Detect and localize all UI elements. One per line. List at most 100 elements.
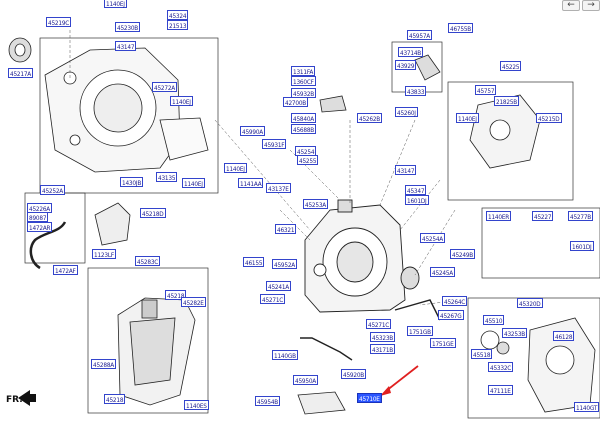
- part-label-1141aa[interactable]: 1141AA: [238, 178, 264, 188]
- part-label-45518[interactable]: 45518: [471, 349, 493, 359]
- part-label-43135[interactable]: 43135: [156, 172, 178, 182]
- part-label-45253a[interactable]: 45253A: [303, 199, 329, 209]
- part-label-45288a[interactable]: 45288A: [91, 359, 117, 369]
- part-label-1472ar[interactable]: 1472AR: [27, 222, 53, 232]
- part-label-1140ej[interactable]: 1140EJ: [224, 163, 247, 173]
- part-label-1140ej[interactable]: 1140EJ: [456, 113, 479, 123]
- forward-button[interactable]: →: [582, 0, 600, 11]
- part-label-45254a[interactable]: 45254A: [420, 233, 446, 243]
- part-label-45323b[interactable]: 45323B: [370, 332, 396, 342]
- part-label-45282e[interactable]: 45282E: [181, 297, 206, 307]
- part-label-45990a[interactable]: 45990A: [240, 126, 266, 136]
- part-label-43833[interactable]: 43833: [405, 86, 427, 96]
- part-label-45950a[interactable]: 45950A: [293, 375, 319, 385]
- part-label-1140ej[interactable]: 1140EJ: [182, 178, 205, 188]
- part-label-45957a[interactable]: 45957A: [407, 30, 433, 40]
- part-label-1601dj[interactable]: 1601DJ: [405, 195, 429, 205]
- part-label-1123lf[interactable]: 1123LF: [92, 249, 116, 259]
- part-label-1140es[interactable]: 1140ES: [184, 400, 209, 410]
- part-label-43714b[interactable]: 43714B: [398, 47, 424, 57]
- part-label-45840a[interactable]: 45840A: [291, 113, 317, 123]
- part-label-21513[interactable]: 21513: [167, 20, 189, 30]
- arrow-left-icon: ←: [567, 0, 575, 10]
- part-label-46755b[interactable]: 46755B: [448, 23, 474, 33]
- part-label-1140gt[interactable]: 1140GT: [574, 402, 600, 412]
- part-label-43929[interactable]: 43929: [395, 60, 417, 70]
- part-label-45271c[interactable]: 45271C: [260, 294, 286, 304]
- part-label-45688b[interactable]: 45688B: [291, 124, 317, 134]
- part-label-45262b[interactable]: 45262B: [357, 113, 383, 123]
- bracket-drawing: [414, 54, 441, 81]
- part-label-45230b[interactable]: 45230B: [115, 22, 141, 32]
- part-label-45920b[interactable]: 45920B: [341, 369, 367, 379]
- part-label-45252a[interactable]: 45252A: [40, 185, 66, 195]
- part-label-46128[interactable]: 46128: [553, 331, 575, 341]
- part-label-45332c[interactable]: 45332C: [488, 362, 514, 372]
- part-label-1311fa[interactable]: 1311FA: [291, 66, 316, 76]
- part-label-1472af[interactable]: 1472AF: [53, 265, 78, 275]
- part-label-45277b[interactable]: 45277B: [568, 211, 594, 221]
- red-pointer-arrow: [380, 365, 419, 396]
- part-label-45219c[interactable]: 45219C: [46, 17, 72, 27]
- part-label-45260j[interactable]: 45260J: [395, 107, 418, 117]
- valve-body-drawing: [297, 391, 346, 415]
- part-label-1140ej[interactable]: 1140EJ: [170, 96, 193, 106]
- part-label-45954b[interactable]: 45954B: [255, 396, 281, 406]
- part-label-45241a[interactable]: 45241A: [266, 281, 292, 291]
- arrow-right-icon: →: [587, 0, 595, 10]
- part-label-46155[interactable]: 46155: [243, 257, 265, 267]
- part-label-1601dj[interactable]: 1601DJ: [570, 241, 594, 251]
- part-label-21825b[interactable]: 21825B: [494, 96, 520, 106]
- housing-group-box: [39, 37, 219, 194]
- part-label-1360cf[interactable]: 1360CF: [291, 76, 316, 86]
- part-label-45267g[interactable]: 45267G: [438, 310, 464, 320]
- part-label-45272a[interactable]: 45272A: [152, 82, 178, 92]
- part-label-45757[interactable]: 45757: [475, 85, 497, 95]
- part-label-1140er[interactable]: 1140ER: [486, 211, 512, 221]
- part-label-43253b[interactable]: 43253B: [502, 328, 528, 338]
- transmission-case-drawing: [304, 199, 420, 313]
- part-label-45255[interactable]: 45255: [297, 155, 319, 165]
- part-label-45283c[interactable]: 45283C: [135, 256, 161, 266]
- part-label-45271c[interactable]: 45271C: [366, 319, 392, 329]
- part-label-45510[interactable]: 45510: [483, 315, 505, 325]
- part-label-45215d[interactable]: 45215D: [536, 113, 562, 123]
- part-label-45218d[interactable]: 45218D: [140, 208, 166, 218]
- part-label-45218[interactable]: 45218: [104, 394, 126, 404]
- part-label-45264c[interactable]: 45264C: [442, 296, 468, 306]
- front-direction-arrow: [18, 390, 36, 406]
- part-label-45710e[interactable]: 45710E: [357, 393, 382, 403]
- part-label-45217a[interactable]: 45217A: [8, 68, 34, 78]
- part-label-1751gb[interactable]: 1751GB: [407, 326, 433, 336]
- part-label-45249b[interactable]: 45249B: [450, 249, 476, 259]
- part-label-45931f[interactable]: 45931F: [262, 139, 287, 149]
- part-label-45245a[interactable]: 45245A: [430, 267, 456, 277]
- spare-parts-group-box: [481, 207, 600, 279]
- part-label-43137e[interactable]: 43137E: [266, 183, 291, 193]
- part-label-43147[interactable]: 43147: [395, 165, 417, 175]
- part-label-1751ge[interactable]: 1751GE: [430, 338, 456, 348]
- back-button[interactable]: ←: [562, 0, 580, 11]
- oil-pan-group-box: [87, 267, 209, 414]
- part-label-1430jb[interactable]: 1430JB: [120, 177, 144, 187]
- part-label-45347[interactable]: 45347: [405, 185, 427, 195]
- part-label-43171b[interactable]: 43171B: [370, 344, 396, 354]
- part-label-45218[interactable]: 45218: [165, 290, 187, 300]
- part-label-45324[interactable]: 45324: [167, 10, 189, 20]
- part-label-43147[interactable]: 43147: [115, 41, 137, 51]
- part-label-45952a[interactable]: 45952A: [272, 259, 298, 269]
- part-label-1140gb[interactable]: 1140GB: [272, 350, 298, 360]
- part-label-89087[interactable]: 89087: [27, 212, 49, 222]
- part-label-42700b[interactable]: 42700B: [283, 97, 309, 107]
- cover-group-box: [447, 81, 574, 201]
- part-label-45225[interactable]: 45225: [500, 61, 522, 71]
- seal-ring-drawing: [8, 37, 32, 63]
- part-label-47111e[interactable]: 47111E: [488, 385, 513, 395]
- part-label-45320d[interactable]: 45320D: [517, 298, 543, 308]
- part-label-1140ej[interactable]: 1140EJ: [104, 0, 127, 8]
- part-label-45227[interactable]: 45227: [532, 211, 554, 221]
- end-cover-drawing: [480, 317, 596, 413]
- oil-pan-drawing: [117, 297, 196, 406]
- part-label-46321[interactable]: 46321: [275, 224, 297, 234]
